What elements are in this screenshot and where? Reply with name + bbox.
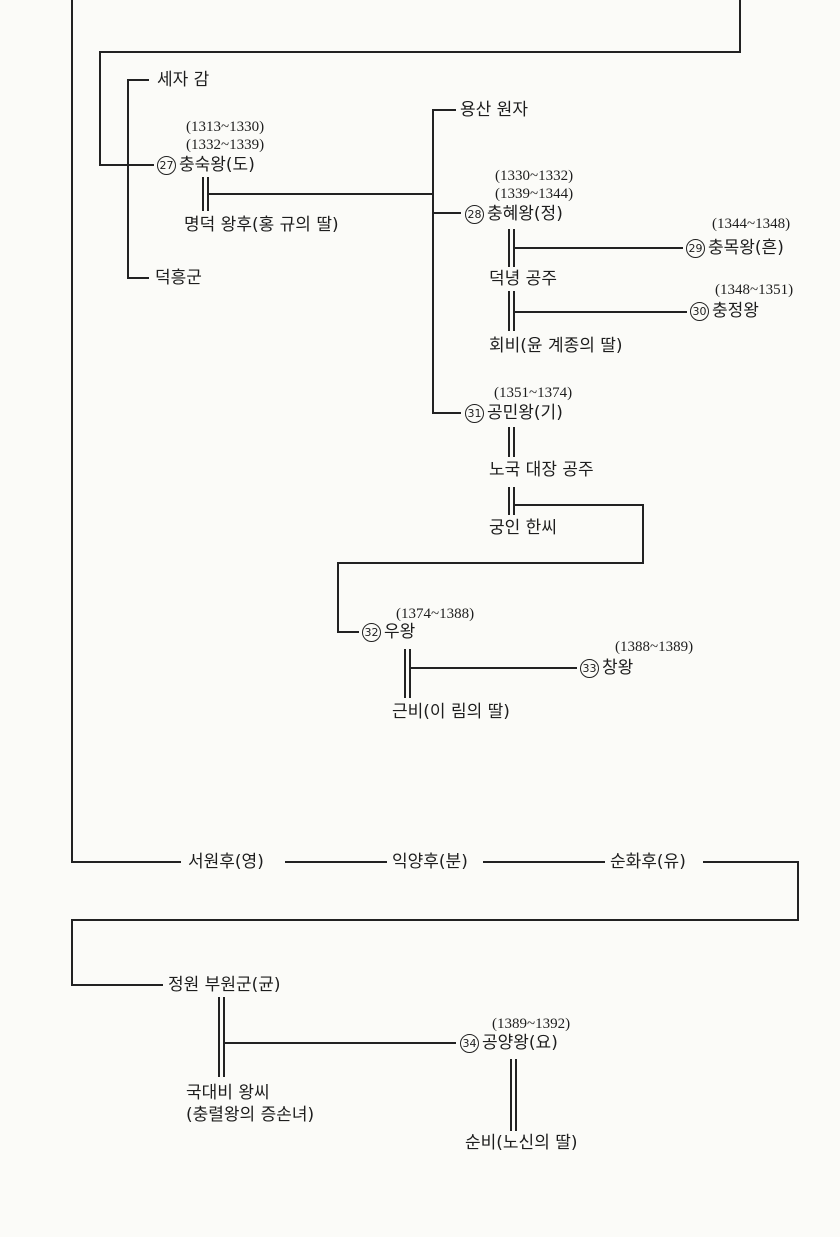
reign-chunghye-1: (1330~1332): [495, 168, 574, 184]
reign-chungsuk-1: (1313~1330): [186, 119, 265, 135]
king-number-badge: 33: [580, 658, 599, 678]
sunbi-consort: 순비(노신의 딸): [465, 1133, 578, 1153]
king-number-badge: 32: [362, 622, 381, 642]
gukdaebi-wangssi: 국대비 왕씨: [186, 1083, 270, 1103]
reign-chungmok: (1344~1348): [712, 216, 791, 232]
myeongdeok-queen: 명덕 왕후(홍 규의 딸): [184, 215, 339, 235]
king-number-badge: 27: [157, 155, 176, 175]
reign-chang: (1388~1389): [615, 639, 694, 655]
king-number-badge: 29: [686, 238, 705, 258]
deokheung-gun: 덕흥군: [155, 268, 202, 288]
noguk-princess: 노국 대장 공주: [489, 460, 594, 480]
reign-chunghye-2: (1339~1344): [495, 186, 574, 202]
king-name: 충정왕: [712, 301, 759, 321]
deoknyeong-princess: 덕녕 공주: [489, 269, 557, 289]
gungin-han: 궁인 한씨: [489, 518, 557, 538]
king-name: 공민왕(기): [487, 403, 563, 423]
gukdaebi-note: (충렬왕의 증손녀): [186, 1105, 315, 1125]
reign-gongmin: (1351~1374): [494, 385, 573, 401]
seja-gam: 세자 감: [157, 70, 210, 90]
reign-chungjeong: (1348~1351): [715, 282, 794, 298]
reign-chungsuk-2: (1332~1339): [186, 137, 265, 153]
reign-gongyang: (1389~1392): [492, 1016, 571, 1032]
king-number-badge: 30: [690, 301, 709, 321]
king-name: 충혜왕(정): [487, 204, 563, 224]
king-name: 충숙왕(도): [179, 155, 255, 175]
king-number-badge: 31: [465, 403, 484, 423]
igyang-hu: 익양후(분): [392, 852, 468, 872]
hoebi-consort: 회비(윤 계종의 딸): [489, 336, 623, 356]
yongsan-prince: 용산 원자: [460, 100, 528, 120]
reign-u: (1374~1388): [396, 606, 475, 622]
king-name: 충목왕(흔): [708, 238, 784, 258]
geunbi-consort: 근비(이 림의 딸): [392, 702, 510, 722]
king-name: 창왕: [602, 658, 634, 678]
king-name: 우왕: [384, 622, 416, 642]
king-name: 공양왕(요): [482, 1033, 558, 1053]
king-number-badge: 34: [460, 1033, 479, 1053]
jeongwon-buwongun: 정원 부원군(균): [168, 975, 281, 995]
sunhwa-hu: 순화후(유): [610, 852, 686, 872]
seowon-hu: 서원후(영): [188, 852, 264, 872]
king-number-badge: 28: [465, 204, 484, 224]
